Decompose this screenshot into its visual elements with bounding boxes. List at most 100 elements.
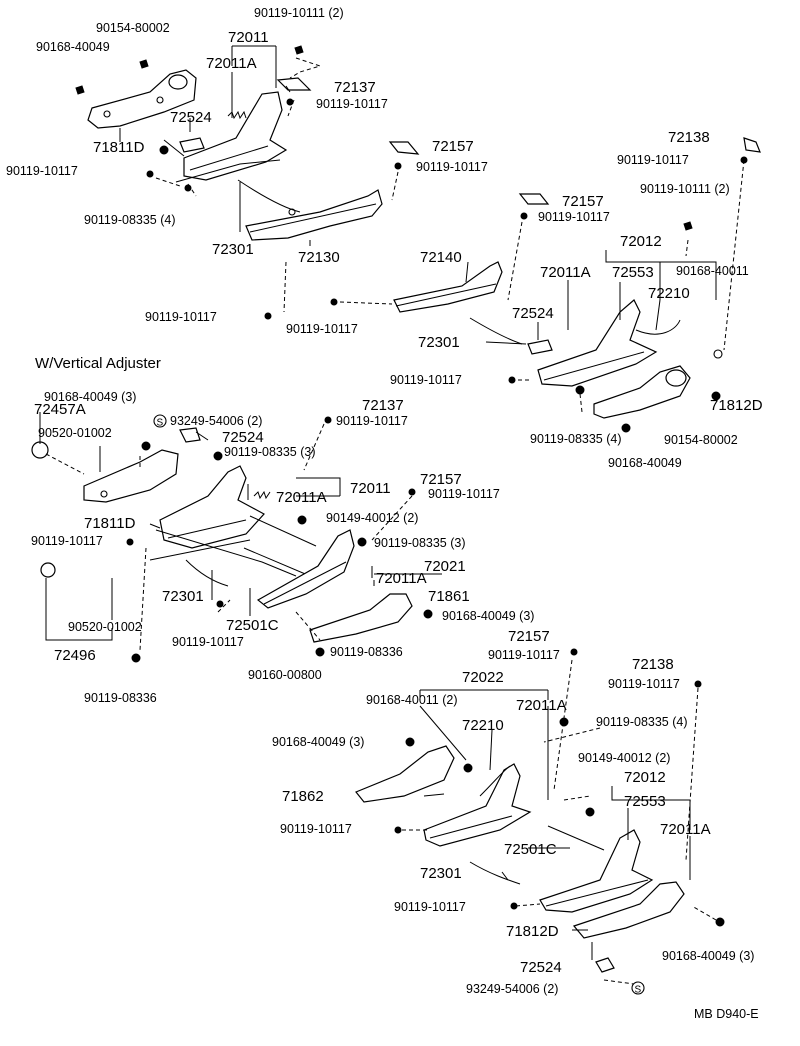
label-72011a-vertical: 72011A [276, 489, 327, 506]
label-90119-08336-a: 90119-08336 [330, 645, 403, 659]
label-71861: 71861 [428, 588, 470, 605]
label-72496: 72496 [54, 647, 96, 664]
label-90168-40011: 90168-40011 [676, 264, 749, 278]
seat-adjuster-72012-lower [539, 829, 654, 913]
label-72140: 72140 [420, 249, 462, 266]
label-90119-10117-h: 90119-10117 [390, 373, 462, 387]
seat-adjuster-72012-upper [537, 299, 658, 387]
label-71862: 71862 [282, 788, 324, 805]
label-90160-00800: 90160-00800 [248, 668, 322, 682]
seat-adjuster-72021 [256, 529, 355, 609]
label-90119-10117-d: 90119-10117 [617, 153, 689, 167]
label-90119-10117-o: 90119-10117 [280, 822, 352, 836]
label-90520-01002-lower: 90520-01002 [68, 620, 142, 634]
label-72157-lower: 72157 [508, 628, 550, 645]
label-72011a-lower: 72011A [516, 697, 567, 714]
cable-72301-lower [469, 861, 521, 885]
label-90168-40049-vertical: 90168-40049 (3) [44, 390, 136, 404]
label-90119-10117-k: 90119-10117 [31, 534, 103, 548]
label-90168-40011-lower: 90168-40011 (2) [366, 693, 458, 707]
cable-72301-right [469, 317, 523, 345]
rod-72501c-lower [547, 825, 605, 851]
label-72022: 72022 [462, 669, 504, 686]
label-90119-10117-m: 90119-10117 [488, 648, 560, 662]
label-72501c-vertical: 72501C [226, 617, 279, 634]
label-90119-08336-b: 90119-08336 [84, 691, 157, 705]
label-90168-40049-top: 90168-40049 [36, 40, 110, 54]
cable-72301-vertical [185, 559, 229, 587]
label-90149-40012-lower: 90149-40012 (2) [578, 751, 670, 765]
lever-knob-72524-top [179, 137, 205, 153]
label-90119-10117-f: 90119-10117 [145, 310, 217, 324]
seat-rail-72140 [393, 261, 503, 313]
label-72157-right: 72157 [562, 193, 604, 210]
label-72301-upper: 72301 [418, 334, 460, 351]
label-71812d-lower: 71812D [506, 923, 559, 940]
label-71812d-upper: 71812D [710, 397, 763, 414]
label-72137-top: 72137 [334, 79, 376, 96]
label-90119-10111-right: 90119-10111 (2) [640, 182, 730, 196]
label-72210-lower: 72210 [462, 717, 504, 734]
label-72210-upper: 72210 [648, 285, 690, 302]
label-72011a-upper: 72011A [540, 264, 591, 281]
label-72301-top: 72301 [212, 241, 254, 258]
label-72157-vertical: 72157 [420, 471, 462, 488]
label-72553-lower: 72553 [624, 793, 666, 810]
label-93249-54006-upper: 93249-54006 (2) [170, 414, 262, 428]
label-90154-80002-top: 90154-80002 [96, 21, 170, 35]
label-72138-top: 72138 [668, 129, 710, 146]
knob-72457a [31, 441, 49, 459]
label-90168-40049-lower-a: 90168-40049 (3) [272, 735, 364, 749]
label-90119-10117-i: 90119-10117 [336, 414, 408, 428]
label-72157-top: 72157 [432, 138, 474, 155]
label-90168-40049-vertical-b: 90168-40049 (3) [442, 609, 534, 623]
label-90168-40049-upper: 90168-40049 [608, 456, 682, 470]
s-marker-2-text: S [635, 985, 642, 996]
label-71811d-top: 71811D [93, 139, 145, 156]
rod-72501c-vertical [249, 515, 317, 547]
label-90119-10117-g: 90119-10117 [286, 322, 358, 336]
seat-track-cover-71811d-vertical [83, 449, 179, 503]
s-marker-1: S [153, 414, 167, 429]
label-90119-08335-top: 90119-08335 (4) [84, 213, 176, 227]
seat-track-cover-71861 [309, 593, 413, 643]
label-71811d-vertical: 71811D [84, 515, 136, 532]
label-90119-10111-top: 90119-10111 (2) [254, 6, 344, 20]
label-90520-01002-upper: 90520-01002 [38, 426, 112, 440]
label-90119-10117-b: 90119-10117 [6, 164, 78, 178]
seat-adjuster-72011-vertical [159, 465, 265, 549]
label-72457a: 72457A [34, 401, 86, 418]
label-72524-upper: 72524 [512, 305, 554, 322]
cap-72138-right [743, 137, 761, 153]
label-90149-40012-vertical: 90149-40012 (2) [326, 511, 418, 525]
label-90119-10117-a: 90119-10117 [316, 97, 388, 111]
s-marker-1-text: S [157, 418, 164, 429]
seat-track-cover-71812d-lower [572, 881, 685, 939]
label-72012-lower: 72012 [624, 769, 666, 786]
label-90119-10117-p: 90119-10117 [394, 900, 466, 914]
knob-72496 [40, 562, 56, 578]
seat-rail-72130 [245, 189, 383, 241]
section-title-vertical-adjuster: W/Vertical Adjuster [35, 355, 161, 372]
label-90119-10117-j: 90119-10117 [428, 487, 500, 501]
seat-adjuster-72022 [423, 763, 532, 847]
label-90119-08335-vertical-a: 90119-08335 (3) [224, 445, 316, 459]
label-90119-08335-upper: 90119-08335 (4) [530, 432, 622, 446]
label-72301-vertical: 72301 [162, 588, 204, 605]
label-72137-vertical: 72137 [362, 397, 404, 414]
label-90168-40049-lower-b: 90168-40049 (3) [662, 949, 754, 963]
label-72011a-top: 72011A [206, 55, 257, 72]
label-72524-top: 72524 [170, 109, 212, 126]
fasteners [75, 45, 748, 927]
label-72501c-lower: 72501C [504, 841, 557, 858]
label-72011a-lower-b: 72011A [660, 821, 711, 838]
label-90119-08335-vertical-b: 90119-08335 (3) [374, 536, 466, 550]
label-72130: 72130 [298, 249, 340, 266]
part-number-labels: 90154-80002 90119-10111 (2) 90168-40049 … [6, 6, 763, 1021]
seat-track-cover-71862 [355, 745, 455, 803]
label-72524-lower: 72524 [520, 959, 562, 976]
part-drawings [31, 69, 761, 973]
label-90119-10117-e: 90119-10117 [538, 210, 610, 224]
